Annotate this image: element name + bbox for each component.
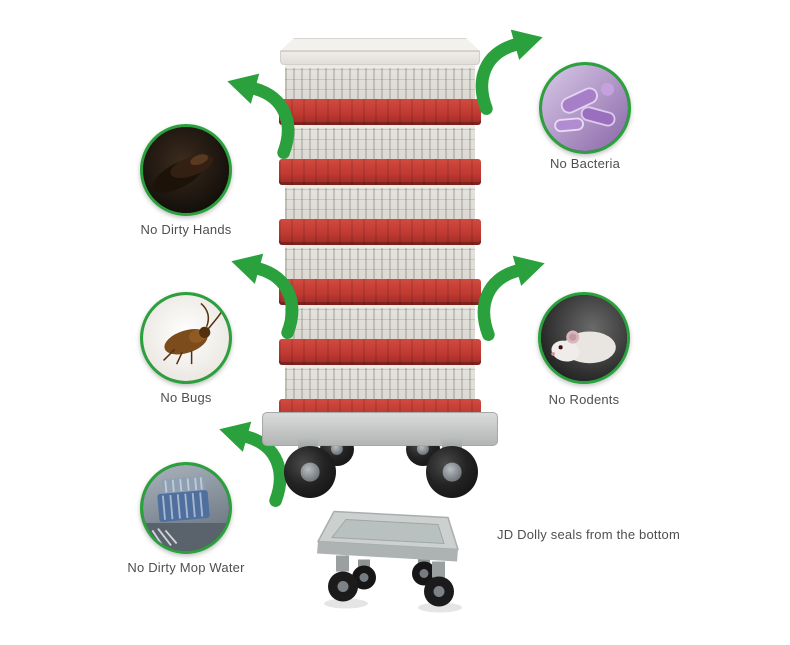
rack-unit <box>279 125 481 185</box>
green-swoosh-arrow-icon <box>475 26 562 115</box>
jd-dolly-image <box>306 492 478 620</box>
no-dirty-mop-water-photo <box>140 462 232 554</box>
no-bacteria-photo <box>539 62 631 154</box>
callout-label-dirty-hands: No Dirty Hands <box>140 222 232 237</box>
rack-red-base <box>279 339 481 365</box>
green-swoosh-arrow-icon <box>212 250 299 339</box>
caster-wheel-icon <box>426 446 478 498</box>
rack-lid-front <box>280 51 480 65</box>
rack-red-base <box>279 159 481 185</box>
rack-lattice <box>285 125 475 159</box>
no-dirty-hands-photo <box>140 124 232 216</box>
jd-dolly-caption: JD Dolly seals from the bottom <box>497 527 681 542</box>
rack-unit <box>279 245 481 305</box>
rack-lattice <box>285 185 475 219</box>
rack-lid-top <box>280 38 480 51</box>
callout-label-bacteria: No Bacteria <box>549 156 621 171</box>
green-swoosh-arrow-icon <box>477 252 564 341</box>
rack-red-base <box>279 279 481 305</box>
rack-unit <box>279 305 481 365</box>
green-swoosh-arrow-icon <box>208 70 295 159</box>
rack-stack <box>279 38 481 425</box>
rack-red-base <box>279 219 481 245</box>
no-bugs-photo <box>140 292 232 384</box>
rack-lattice <box>285 245 475 279</box>
callout-label-bugs: No Bugs <box>160 390 212 405</box>
rack-unit <box>279 65 481 125</box>
rack-red-base <box>279 99 481 125</box>
rack-lattice <box>285 65 475 99</box>
caster-wheel-icon <box>284 446 336 498</box>
green-swoosh-arrow-icon <box>200 418 287 507</box>
callout-label-rodents: No Rodents <box>548 392 620 407</box>
rack-lattice <box>285 305 475 339</box>
rack-lattice <box>285 365 475 399</box>
no-rodents-photo <box>538 292 630 384</box>
rack-unit <box>279 185 481 245</box>
callout-label-mop-water: No Dirty Mop Water <box>127 560 245 575</box>
